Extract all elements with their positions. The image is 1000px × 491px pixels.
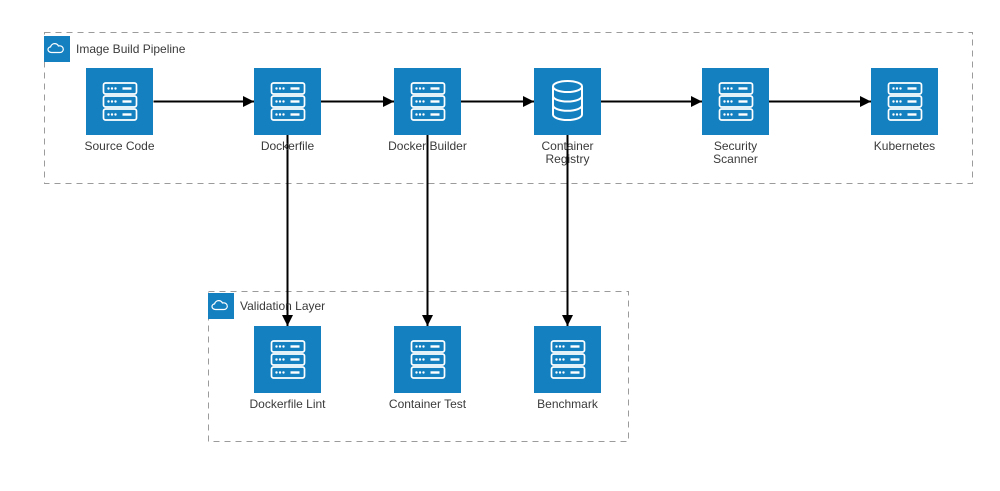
node-docker-builder[interactable]: [394, 68, 461, 135]
cloud-icon: [208, 293, 234, 319]
server-rack-icon: [254, 68, 321, 135]
server-rack-icon: [394, 68, 461, 135]
group-badge-validation-layer[interactable]: [208, 293, 234, 319]
group-border-validation-layer: [208, 291, 629, 442]
node-source-code[interactable]: [86, 68, 153, 135]
node-security-scanner[interactable]: [702, 68, 769, 135]
node-label-kubernetes: Kubernetes: [873, 139, 936, 153]
node-label-source-code: Source Code: [84, 139, 155, 153]
node-label-container-test: Container Test: [388, 397, 467, 411]
node-benchmark[interactable]: [534, 326, 601, 393]
node-container-test[interactable]: [394, 326, 461, 393]
node-label-docker-builder: Docker Builder: [388, 139, 467, 153]
server-rack-icon: [86, 68, 153, 135]
node-label-security-scanner: Security Scanner: [713, 139, 758, 166]
server-rack-icon: [534, 326, 601, 393]
database-icon: [534, 68, 601, 135]
server-rack-icon: [702, 68, 769, 135]
node-kubernetes[interactable]: [871, 68, 938, 135]
group-badge-image-build-pipeline[interactable]: [44, 36, 70, 62]
group-label-image-build-pipeline: Image Build Pipeline: [76, 42, 186, 56]
server-rack-icon: [871, 68, 938, 135]
group-border-image-build-pipeline: [44, 32, 973, 184]
node-dockerfile-lint[interactable]: [254, 326, 321, 393]
node-dockerfile[interactable]: [254, 68, 321, 135]
server-rack-icon: [254, 326, 321, 393]
node-label-dockerfile: Dockerfile: [260, 139, 315, 153]
node-label-container-registry: Container Registry: [541, 139, 594, 166]
server-rack-icon: [394, 326, 461, 393]
node-label-dockerfile-lint: Dockerfile Lint: [249, 397, 326, 411]
group-label-validation-layer: Validation Layer: [240, 299, 326, 313]
node-label-benchmark: Benchmark: [537, 397, 598, 411]
node-container-registry[interactable]: [534, 68, 601, 135]
cloud-icon: [44, 36, 70, 62]
